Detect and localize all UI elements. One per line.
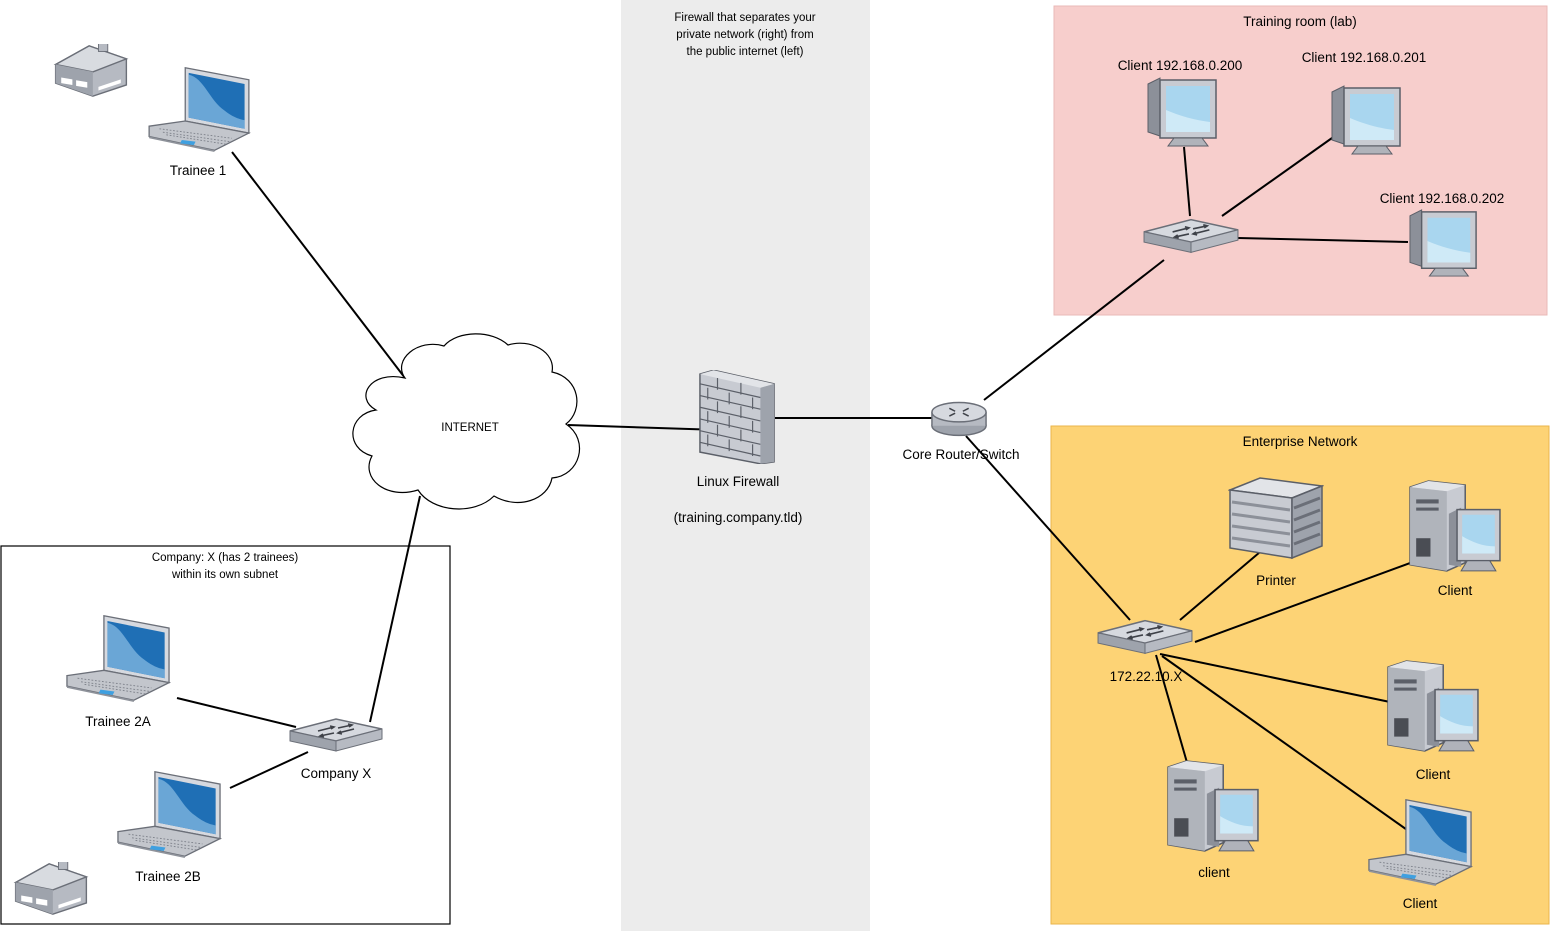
laptop-icon xyxy=(117,770,221,858)
enterprise-network-caption: Enterprise Network xyxy=(1243,434,1358,449)
trainee-2a-label: Trainee 2A xyxy=(85,714,151,729)
firewall-zone-caption-line-1: Firewall that separates your xyxy=(674,12,815,24)
edge-trainee1-internet xyxy=(231,151,406,379)
trainee-2a-node[interactable]: Trainee 2A xyxy=(66,615,170,729)
lab-client-202-node[interactable]: Client 192.168.0.202 xyxy=(1380,191,1505,277)
core-router-label: Core Router/Switch xyxy=(902,447,1019,462)
ent-laptop-label: Client xyxy=(1403,896,1438,911)
desktop-monitor-icon xyxy=(1409,209,1477,277)
edge-trainee2b-company-switch xyxy=(229,751,309,789)
edge-ent-switch-client2 xyxy=(1159,653,1391,703)
connections xyxy=(176,137,1433,833)
trainee-1-label: Trainee 1 xyxy=(170,163,227,178)
ent-laptop-node[interactable]: Client xyxy=(1368,799,1472,911)
printer-node[interactable]: Printer xyxy=(1228,476,1324,588)
network-switch-icon xyxy=(289,718,383,752)
edge-router-lab-switch xyxy=(983,259,1165,401)
enterprise-switch-label: 172.22.10.X xyxy=(1110,669,1183,684)
linux-firewall-node[interactable]: Linux Firewall (training.company.tld) xyxy=(674,370,803,525)
edge-ent-switch-client1 xyxy=(1194,554,1433,643)
desktop-monitor-icon xyxy=(1331,85,1401,155)
trainee-2b-label: Trainee 2B xyxy=(135,869,201,884)
edge-internet-company-switch xyxy=(369,495,421,723)
company-switch-node[interactable]: Company X xyxy=(289,718,383,781)
printer-label: Printer xyxy=(1256,573,1296,588)
trainee-2b-node[interactable]: Trainee 2B xyxy=(117,770,221,884)
training-room-caption: Training room (lab) xyxy=(1243,14,1357,29)
internet-label: INTERNET xyxy=(441,422,499,434)
edge-lab-switch-client202 xyxy=(1237,237,1409,243)
enterprise-switch-node[interactable]: 172.22.10.X xyxy=(1097,619,1193,684)
edge-lab-switch-client200 xyxy=(1183,146,1191,217)
firewall-zone-caption-line-3: the public internet (left) xyxy=(687,46,804,58)
edge-lab-switch-client201 xyxy=(1221,137,1333,217)
company-x-caption-line-1: Company: X (has 2 trainees) xyxy=(152,552,299,564)
server-stack-printer-icon xyxy=(1228,476,1324,560)
linux-firewall-label: Linux Firewall xyxy=(697,474,780,489)
lab-client-201-node[interactable]: Client 192.168.0.201 xyxy=(1302,50,1427,155)
ent-client-2-label: Client xyxy=(1416,767,1451,782)
company-x-zone xyxy=(0,545,451,925)
router-icon xyxy=(931,401,987,437)
lab-client-200-label: Client 192.168.0.200 xyxy=(1118,58,1243,73)
ent-client-2-node[interactable]: Client xyxy=(1387,660,1479,782)
trainee-1-node[interactable]: Trainee 1 xyxy=(148,66,250,178)
core-router-node[interactable]: Core Router/Switch xyxy=(902,401,1020,462)
firewall-zone-caption-line-2: private network (right) from xyxy=(676,29,813,41)
edge-ent-switch-printer xyxy=(1179,551,1261,621)
internet-node[interactable]: INTERNET xyxy=(352,333,581,510)
firewall-host-label: (training.company.tld) xyxy=(674,510,803,525)
house-icon xyxy=(54,44,128,97)
edge-ent-switch-laptop xyxy=(1161,655,1411,833)
laptop-icon xyxy=(66,615,170,702)
house-icon xyxy=(14,862,88,915)
edge-ent-switch-client3 xyxy=(1155,654,1189,767)
ent-client-1-label: Client xyxy=(1438,583,1473,598)
edge-internet-firewall xyxy=(567,424,721,431)
ent-client-1-node[interactable]: Client xyxy=(1409,480,1501,598)
lab-client-200-node[interactable]: Client 192.168.0.200 xyxy=(1118,58,1243,147)
lab-client-202-label: Client 192.168.0.202 xyxy=(1380,191,1505,206)
cloud-icon xyxy=(352,333,581,510)
ent-client-3-node[interactable]: client xyxy=(1167,760,1259,880)
ent-client-3-label: client xyxy=(1198,865,1230,880)
brick-firewall-icon xyxy=(699,370,775,464)
laptop-icon xyxy=(148,66,250,152)
edge-trainee2a-company-switch xyxy=(176,697,297,728)
company-switch-label: Company X xyxy=(301,766,372,781)
edge-router-enterprise-switch xyxy=(965,435,1131,621)
lab-client-201-label: Client 192.168.0.201 xyxy=(1302,50,1427,65)
desktop-monitor-icon xyxy=(1147,77,1217,147)
firewall-zone xyxy=(621,0,870,931)
company-x-caption-line-2: within its own subnet xyxy=(171,569,279,581)
